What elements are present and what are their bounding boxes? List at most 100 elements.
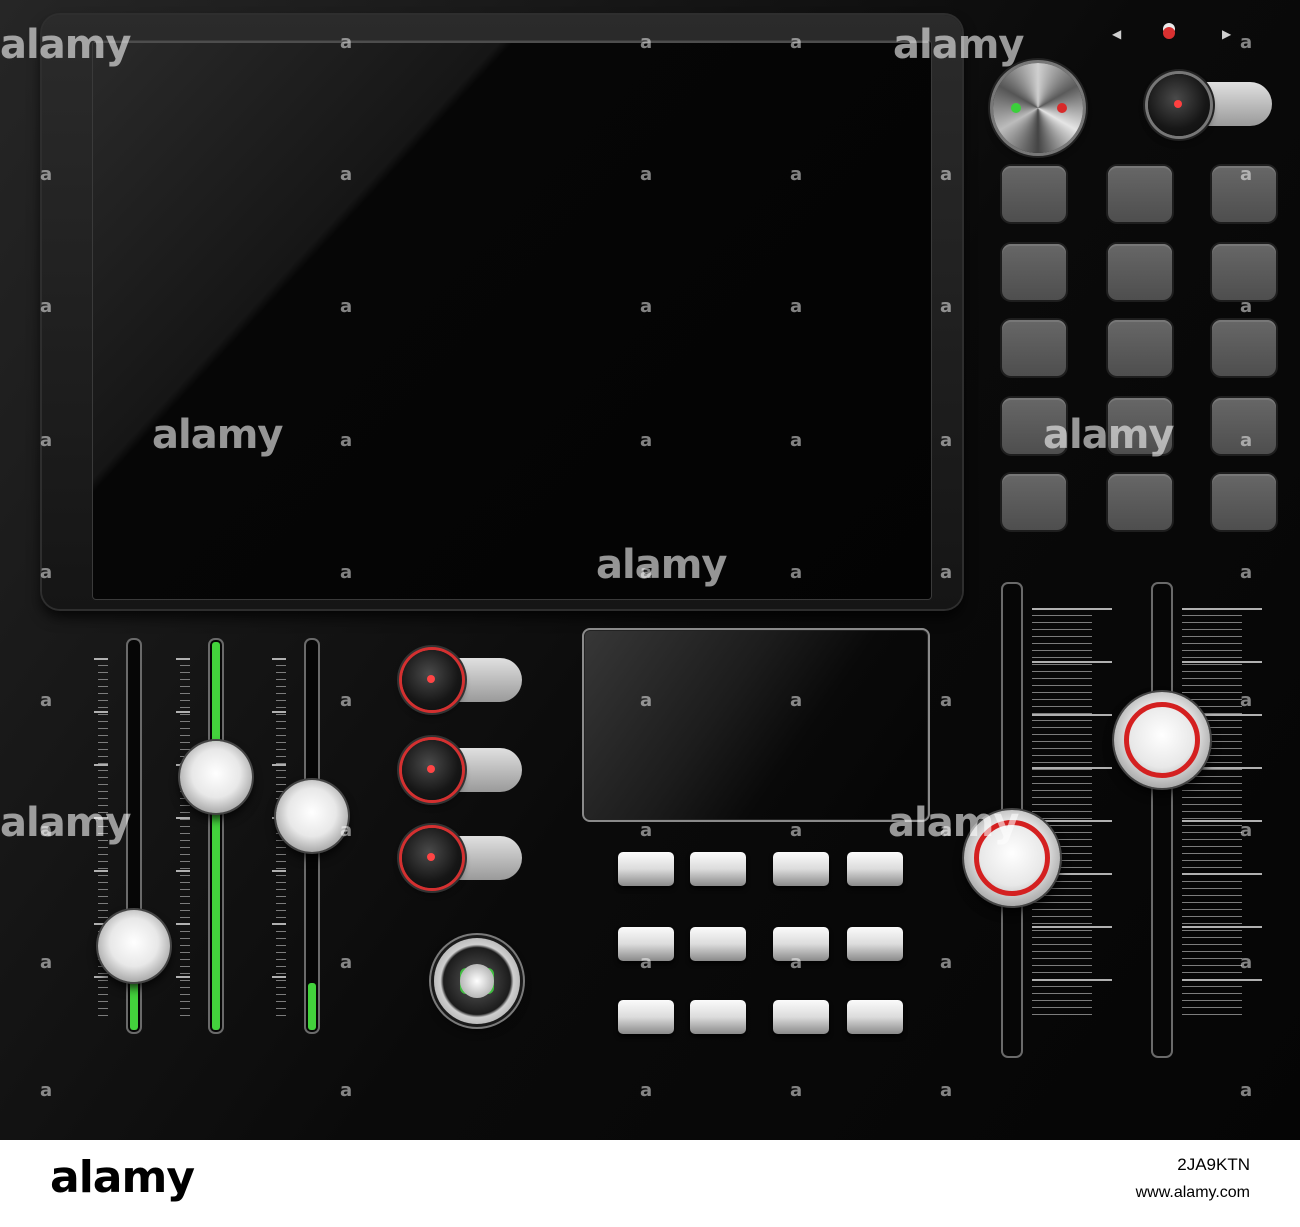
fader-scale-major [272,658,286,1018]
knob-pointer [1174,100,1182,108]
watermark-mark: a [640,1080,653,1101]
watermark-text: alamy [596,542,727,588]
fader-scale-major [176,658,190,1018]
selector-knob[interactable] [1148,74,1210,136]
watermark-mark: a [40,296,53,317]
key-button[interactable] [773,1000,829,1034]
main-rotary-knob[interactable] [993,63,1083,153]
watermark-mark: a [40,690,53,711]
fader-knob[interactable] [180,741,252,813]
triangle-left-icon[interactable]: ◀ [1112,27,1122,41]
display-top-line [94,41,928,43]
watermark-mark: a [1240,296,1253,317]
watermark-mark: a [790,164,803,185]
watermark-mark: a [1240,820,1253,841]
watermark-text: alamy [888,800,1019,846]
red-led [1057,103,1067,113]
pad-button[interactable] [1108,398,1172,454]
pad-button[interactable] [1002,398,1066,454]
watermark-mark: a [1240,164,1253,185]
watermark-mark: a [640,690,653,711]
fader-knob[interactable] [98,910,170,982]
watermark-mark: a [1240,562,1253,583]
jog-wheel[interactable] [434,938,520,1024]
watermark-mark: a [640,562,653,583]
watermark-mark: a [340,164,353,185]
key-button[interactable] [690,1000,746,1034]
fader-track [210,640,222,1032]
watermark-mark: a [40,562,53,583]
key-button[interactable] [618,927,674,961]
watermark-mark: a [940,690,953,711]
watermark-mark: a [40,164,53,185]
key-button[interactable] [847,1000,903,1034]
triangle-right-icon[interactable]: ▶ [1222,27,1232,41]
fader-scale-major [1032,608,1112,1016]
pad-button[interactable] [1108,166,1172,222]
watermark-mark: a [340,296,353,317]
fader-red-ring [974,820,1050,896]
selector-indicator [1163,27,1175,39]
key-button[interactable] [773,927,829,961]
key-button[interactable] [773,852,829,886]
toggle-knob[interactable] [402,740,462,800]
watermark-mark: a [40,820,53,841]
fader-scale-major [1182,608,1262,1016]
master-fader-knob[interactable] [964,810,1060,906]
watermark-text: alamy [1043,412,1174,458]
watermark-mark: a [790,562,803,583]
pad-button[interactable] [1212,474,1276,530]
master-fader-knob[interactable] [1114,692,1210,788]
fader-knob[interactable] [276,780,348,852]
fader-level-fill [130,960,138,1030]
pad-button[interactable] [1002,244,1066,300]
pad-button[interactable] [1108,474,1172,530]
watermark-mark: a [790,690,803,711]
key-button[interactable] [690,852,746,886]
key-button[interactable] [690,927,746,961]
watermark-mark: a [340,952,353,973]
fader-level-fill [212,642,220,1030]
pad-button[interactable] [1212,244,1276,300]
key-button[interactable] [847,927,903,961]
secondary-display [582,628,930,822]
fader-level-fill [308,983,316,1030]
footer-image-id: 2JA9KTN [1177,1155,1250,1174]
watermark-mark: a [790,952,803,973]
watermark-mark: a [40,952,53,973]
watermark-mark: a [790,430,803,451]
pad-button[interactable] [1108,244,1172,300]
pad-button[interactable] [1212,398,1276,454]
watermark-mark: a [340,562,353,583]
toggle-knob[interactable] [402,650,462,710]
footer-logo: alamy [50,1152,195,1203]
watermark-mark: a [1240,690,1253,711]
pad-button[interactable] [1108,320,1172,376]
pad-button[interactable] [1002,320,1066,376]
knob-pointer [427,853,435,861]
watermark-mark: a [790,1080,803,1101]
knob-pointer [427,765,435,773]
watermark-mark: a [640,164,653,185]
pad-button[interactable] [1002,474,1066,530]
watermark-mark: a [940,430,953,451]
mixer-panel: ◀ ▶ alamy alamy alamy alamy alamy alamy … [0,0,1300,1140]
pad-button[interactable] [1002,166,1066,222]
pad-button[interactable] [1212,320,1276,376]
watermark-mark: a [1240,430,1253,451]
watermark-mark: a [640,820,653,841]
watermark-mark: a [340,690,353,711]
watermark-mark: a [1240,952,1253,973]
key-button[interactable] [618,852,674,886]
watermark-mark: a [1240,32,1253,53]
watermark-mark: a [940,296,953,317]
knob-pointer [427,675,435,683]
key-button[interactable] [847,852,903,886]
watermark-mark: a [940,562,953,583]
watermark-mark: a [940,820,953,841]
watermark-mark: a [640,952,653,973]
key-button[interactable] [618,1000,674,1034]
pad-button[interactable] [1212,166,1276,222]
fader-red-ring [1124,702,1200,778]
toggle-knob[interactable] [402,828,462,888]
